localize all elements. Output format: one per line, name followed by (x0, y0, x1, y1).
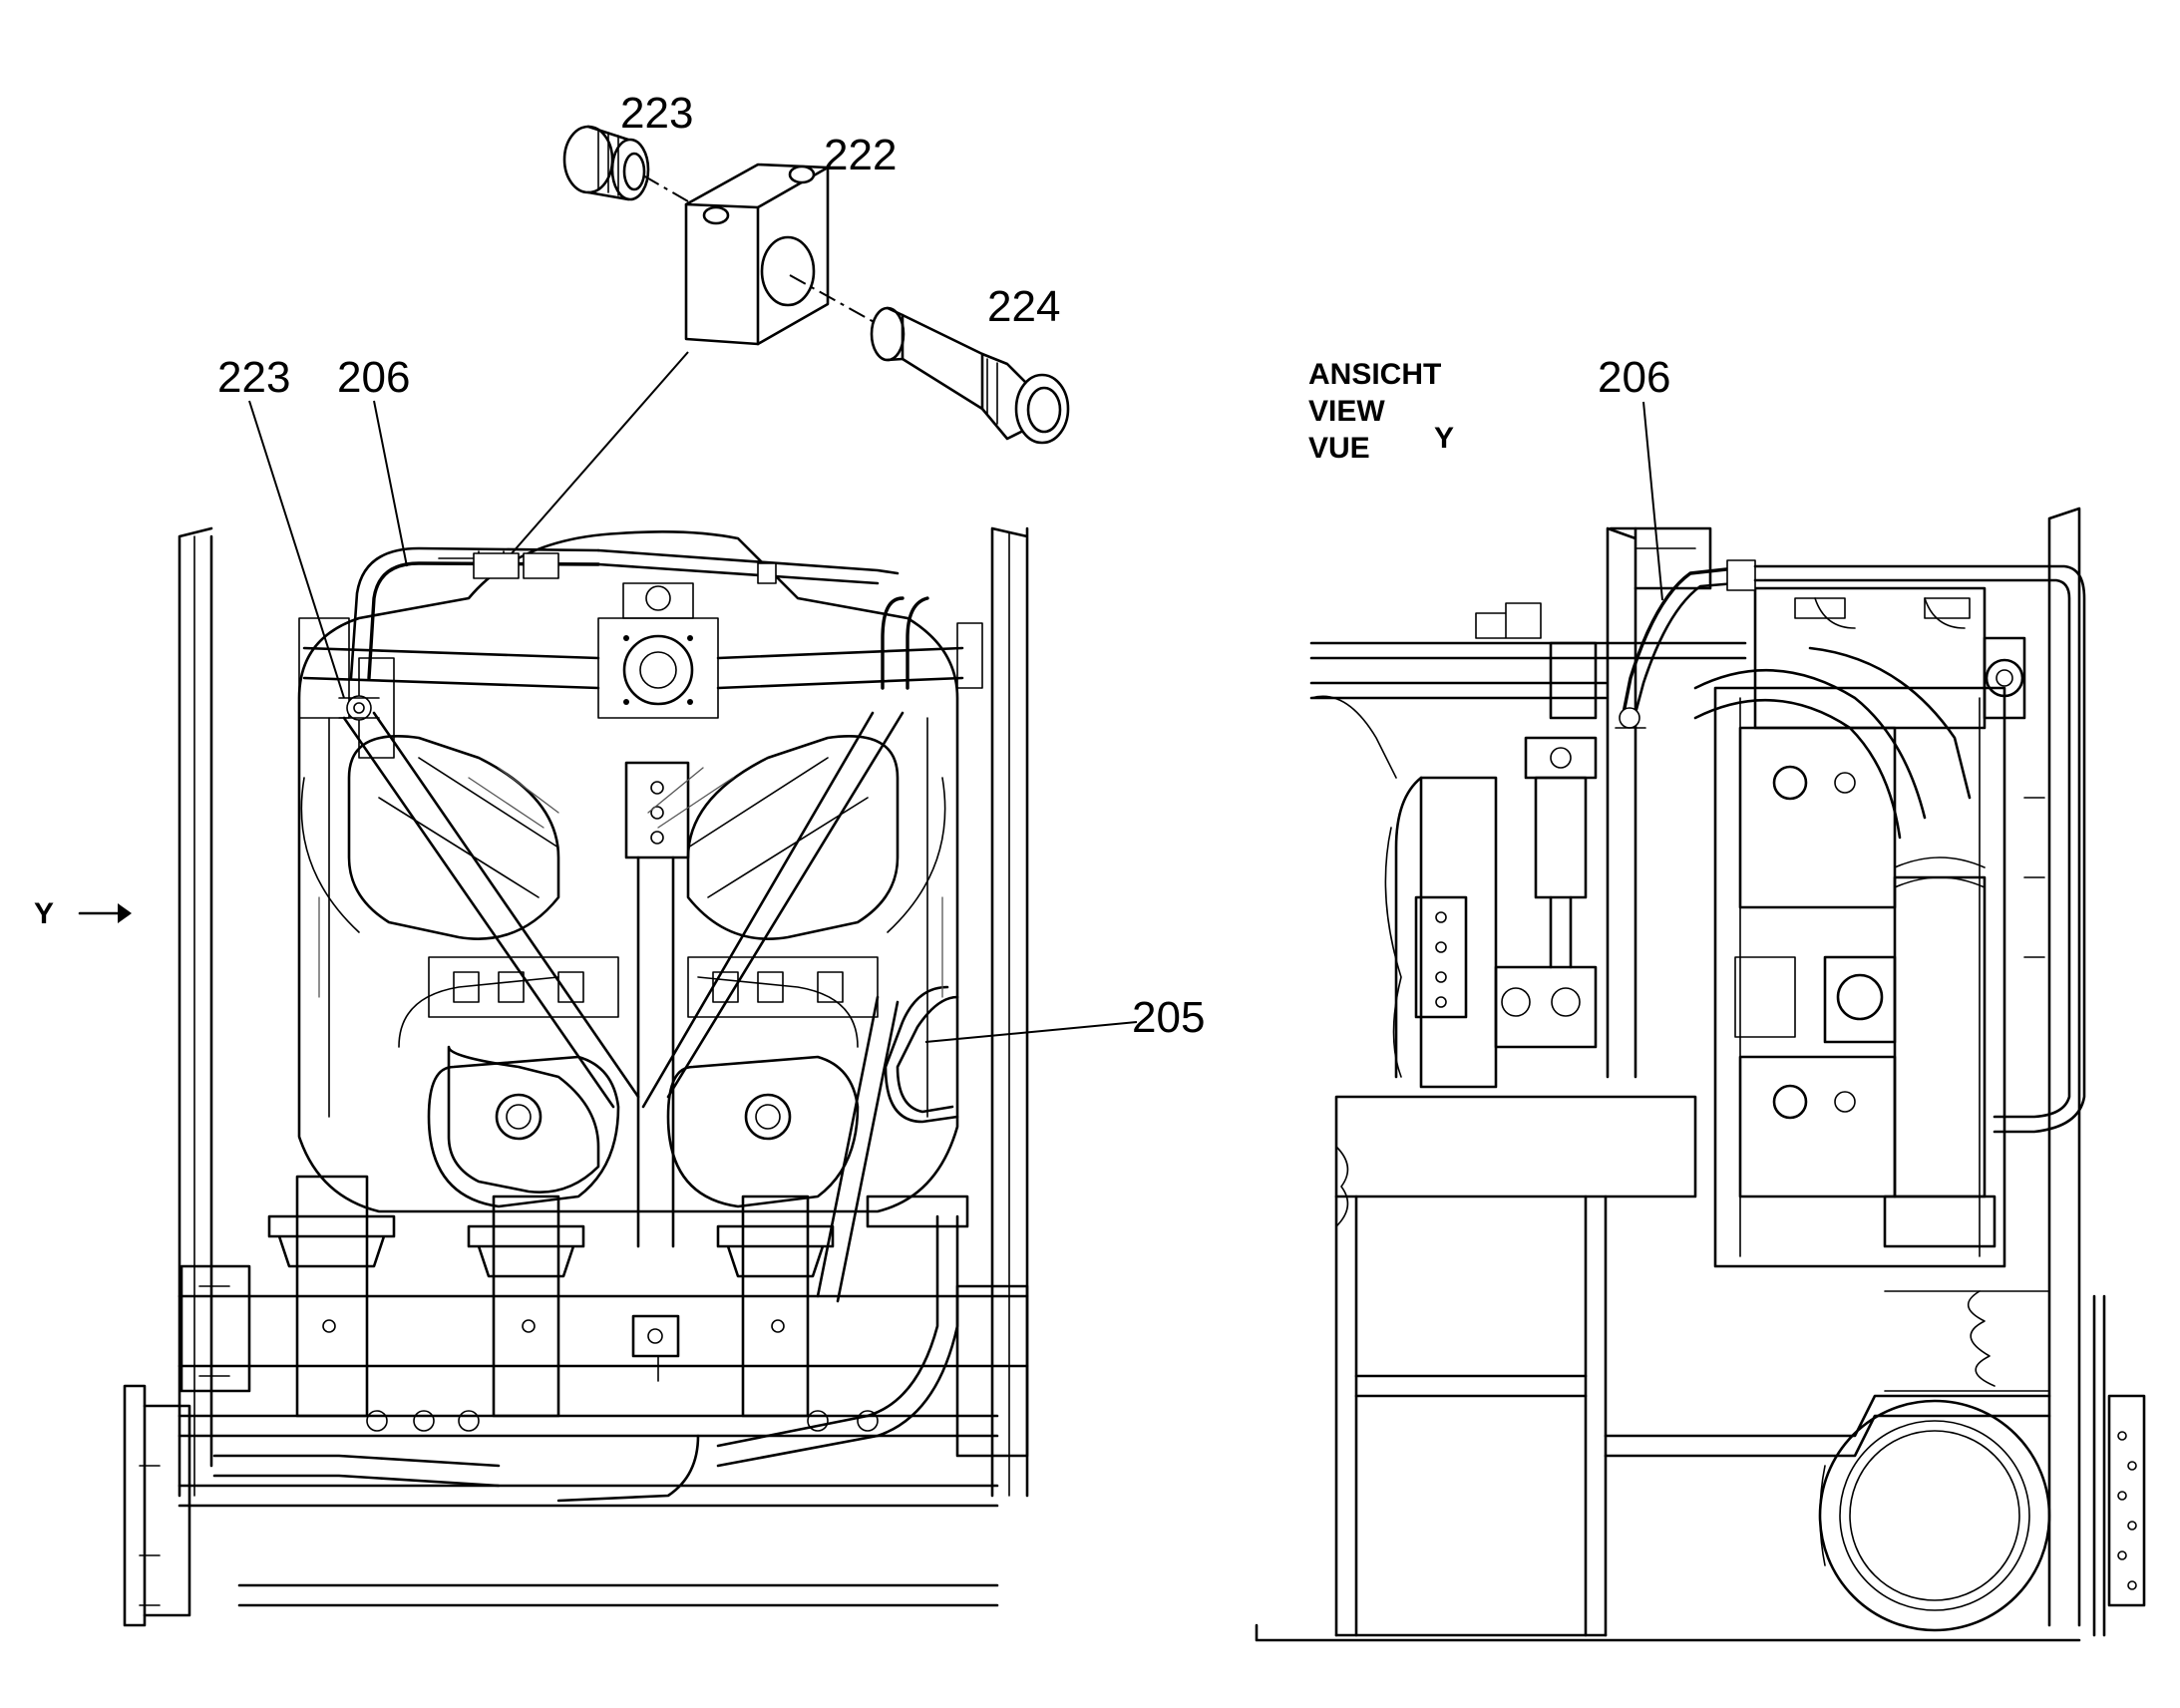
view-label-letter: Y (1434, 422, 1454, 455)
callout-224: 224 (987, 282, 1060, 331)
view-label: ANSICHT VIEW VUE Y (1308, 358, 1454, 465)
front-view-engine (123, 526, 1029, 1627)
callout-205: 205 (1132, 993, 1205, 1042)
side-view-y-engine (1255, 507, 2146, 1642)
callout-leaders (248, 400, 1663, 1043)
block-222-part (684, 163, 830, 346)
callout-223-left: 223 (217, 353, 290, 402)
callout-223-top: 223 (620, 89, 693, 138)
callout-206-left: 206 (337, 353, 410, 402)
view-label-line2: VIEW (1308, 395, 1385, 428)
view-arrow-y (78, 903, 132, 923)
callout-222: 222 (824, 131, 897, 179)
view-arrow-letter: Y (34, 897, 54, 930)
callout-206-right: 206 (1598, 353, 1670, 402)
fitting-224-part (870, 306, 1070, 445)
adapter-223-part (562, 125, 650, 201)
view-label-line3: VUE (1308, 432, 1370, 465)
exploded-detail (498, 125, 1070, 569)
view-label-line1: ANSICHT (1308, 358, 1441, 391)
